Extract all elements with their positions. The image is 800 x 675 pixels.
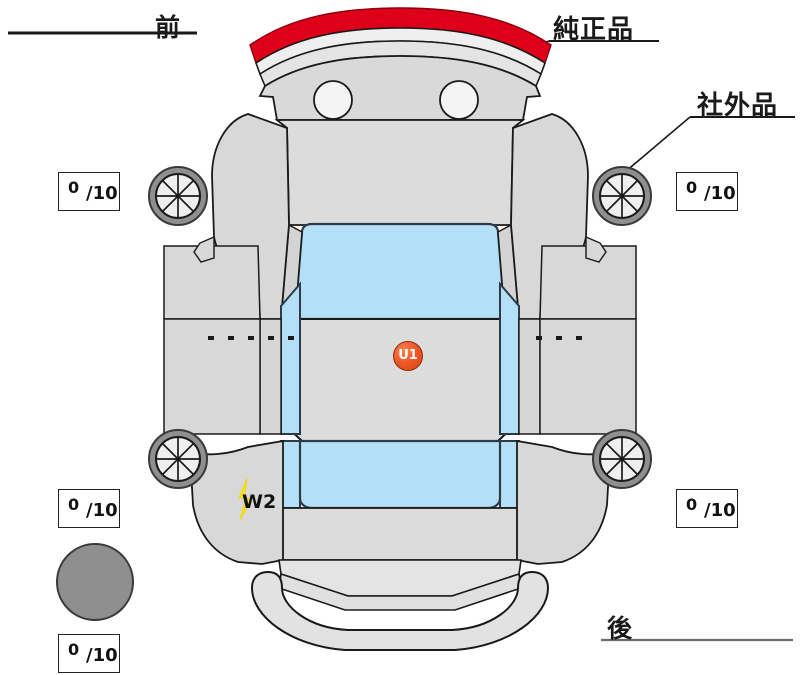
rear-right-quarter bbox=[516, 439, 611, 565]
wheel-rear-left bbox=[148, 429, 208, 489]
callout-label-aftermarket: 社外品 bbox=[697, 91, 779, 121]
condition-marker-w2[interactable]: W2 bbox=[242, 491, 277, 513]
score-numerator: 0 bbox=[68, 640, 80, 659]
rear-window-glass bbox=[298, 439, 502, 510]
score-box-front-left[interactable]: 0 /10 bbox=[58, 172, 120, 211]
right-outer-panel bbox=[539, 318, 637, 435]
score-denominator: /10 bbox=[86, 183, 118, 204]
w2-yellow-mark bbox=[238, 477, 253, 521]
right-front-door-glass bbox=[499, 281, 520, 435]
left-outer-panel bbox=[163, 318, 261, 435]
callout-aftermarket-leader bbox=[624, 116, 795, 173]
score-box-spare-tire[interactable]: 0 /10 bbox=[58, 634, 120, 673]
score-numerator: 0 bbox=[68, 178, 80, 197]
headlight-left bbox=[313, 80, 353, 120]
rear-left-quarter bbox=[189, 439, 284, 565]
score-denominator: /10 bbox=[86, 645, 118, 666]
wheel-rear-right bbox=[592, 429, 652, 489]
left-front-door-glass bbox=[280, 281, 301, 435]
score-denominator: /10 bbox=[86, 500, 118, 521]
wheel-front-right bbox=[592, 166, 652, 226]
orientation-label-front: 前 bbox=[155, 13, 182, 42]
orientation-label-rear: 後 bbox=[607, 614, 634, 643]
score-box-rear-right[interactable]: 0 /10 bbox=[676, 489, 738, 528]
wheel-front-left bbox=[148, 166, 208, 226]
score-numerator: 0 bbox=[686, 178, 698, 197]
wheels-group bbox=[148, 166, 652, 489]
car-body-group bbox=[163, 7, 637, 651]
score-denominator: /10 bbox=[704, 500, 736, 521]
headlight-right bbox=[439, 80, 479, 120]
rear-bumper-outer bbox=[250, 570, 550, 651]
score-numerator: 0 bbox=[686, 495, 698, 514]
condition-marker-u1[interactable]: U1 bbox=[393, 341, 423, 371]
hood bbox=[274, 119, 526, 226]
score-numerator: 0 bbox=[68, 495, 80, 514]
callout-label-genuine: 純正品 bbox=[553, 15, 635, 45]
windshield-glass bbox=[293, 222, 507, 321]
roof-cabin bbox=[287, 318, 513, 442]
spare-tire-swatch bbox=[56, 543, 134, 621]
rear-deck bbox=[278, 507, 522, 561]
score-box-rear-left[interactable]: 0 /10 bbox=[58, 489, 120, 528]
right-mirror bbox=[585, 235, 607, 263]
score-box-front-right[interactable]: 0 /10 bbox=[676, 172, 738, 211]
left-mirror bbox=[193, 235, 215, 263]
score-denominator: /10 bbox=[704, 183, 736, 204]
